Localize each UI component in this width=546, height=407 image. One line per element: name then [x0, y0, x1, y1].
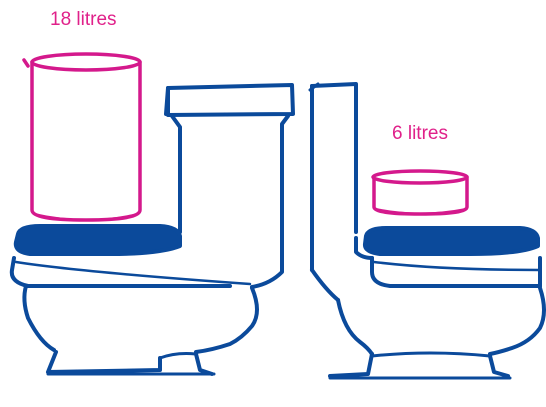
left-water-container [24, 54, 140, 220]
right-volume-label: 6 litres [392, 124, 448, 143]
left-volume-label: 18 litres [50, 10, 117, 29]
right-water-container [373, 171, 467, 214]
